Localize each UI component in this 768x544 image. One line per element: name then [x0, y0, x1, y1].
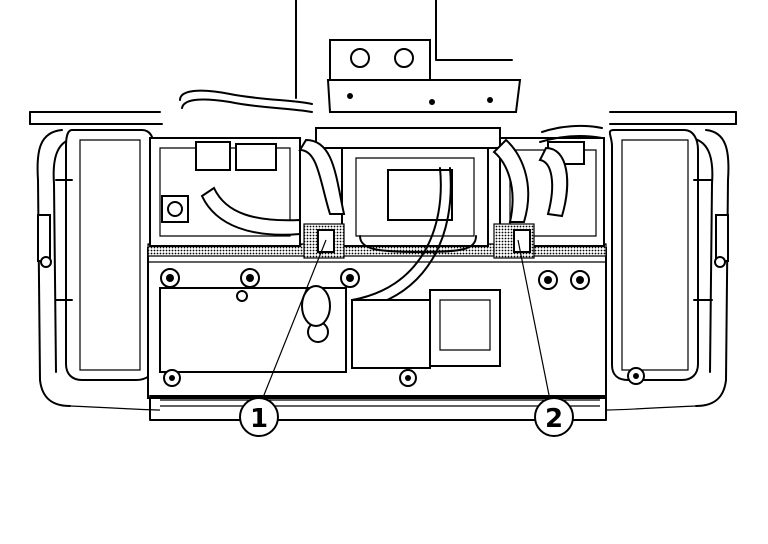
top-bracket	[295, 0, 522, 113]
callout-1-label: 1	[250, 404, 268, 434]
hoses	[179, 89, 603, 311]
callout-2-circle	[534, 397, 574, 437]
callout-2-label: 2	[545, 404, 563, 434]
right-side-pad	[608, 129, 713, 381]
callout-2: 2	[534, 397, 574, 437]
lower-assemblies	[159, 285, 501, 373]
mount-pad-1	[303, 223, 345, 259]
leader-line-1	[261, 239, 327, 401]
left-side-pad	[55, 129, 155, 381]
frame-rails	[29, 111, 737, 125]
leader-line-2	[517, 239, 551, 401]
callout-leaders	[261, 239, 551, 401]
bolts	[160, 268, 645, 387]
callout-1: 1	[239, 397, 279, 437]
mount-pad-2	[493, 223, 535, 259]
callout-1-circle	[239, 397, 279, 437]
bottom-rail	[69, 395, 697, 421]
